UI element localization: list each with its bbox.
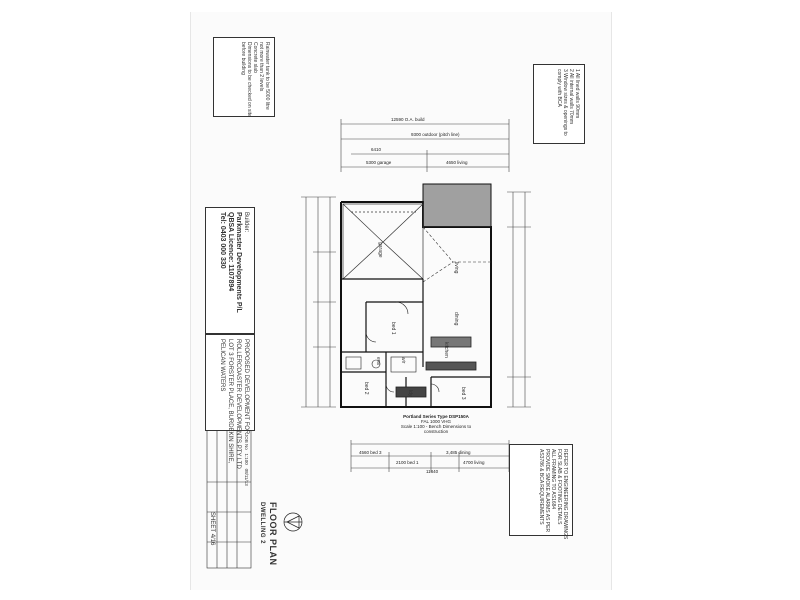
notes-right-text: 1 All lined walls 90mm 2 All internal wa…	[556, 69, 580, 136]
plan-caption: Portland Series Type DSP150A FAL 1000 VH…	[400, 414, 472, 434]
garage	[342, 203, 424, 280]
door-swings	[365, 301, 440, 393]
dim-bottom-bed1: 2100 bed 1	[396, 460, 419, 465]
dim-outdoor: 9300 outdoor (pitch line)	[411, 132, 460, 137]
room-garage: garage	[377, 242, 383, 258]
dim-6410: 6410	[371, 147, 382, 152]
room-living: living	[453, 262, 459, 274]
project-block: PROPOSED DEVELOPMENT FOR ROLLERCOASTER D…	[205, 334, 255, 469]
drawing-sheet: Rainwater tank to be 5000 litre not more…	[190, 12, 612, 590]
notes-bottom-text: REFER TO ENGINEERING DRAWINGS FOR SLAB &…	[538, 449, 568, 540]
notes-box-bottom: REFER TO ENGINEERING DRAWINGS FOR SLAB &…	[509, 444, 573, 540]
notes-box-left: Rainwater tank to be 5000 litre not more…	[213, 37, 275, 117]
kitchen-bench	[395, 336, 477, 398]
room-bed-1: bed 1	[390, 322, 396, 335]
room-bed-2: bed 2	[363, 382, 369, 395]
room-wir: wir	[400, 357, 406, 364]
dim-bottom-living: 4700 living	[463, 460, 485, 465]
north-arrow-icon	[283, 512, 303, 532]
sheet-number: SHEET 4/16	[209, 512, 215, 546]
builder-phone: Tel: 0403 000 330	[219, 212, 226, 269]
right-dimension-lines	[507, 191, 531, 408]
builder-text: Builder: Parkmaster Developments P/L QBS…	[218, 212, 250, 313]
room-kitchen: kitchen	[443, 342, 449, 358]
dim-bottom-bed3: 4560 bed 3	[359, 450, 382, 455]
ensuite-fixtures	[345, 356, 417, 373]
dim-overall: 12590 O.A. build	[391, 117, 425, 122]
room-laundry: ldy	[407, 390, 413, 397]
room-ensuite: ens	[375, 357, 381, 366]
notes-box-right: 1 All lined walls 90mm 2 All internal wa…	[533, 64, 585, 144]
dim-bottom-dining: 3,485 dining	[446, 450, 471, 455]
title-block-values: JOB No 1:100 08/11/13	[244, 434, 249, 486]
builder-block: Builder: Parkmaster Developments P/L QBS…	[205, 207, 255, 334]
dim-garage: 5300 garage	[366, 160, 392, 165]
drawing-title: FLOOR PLAN DWELLING 2	[259, 502, 278, 566]
roof-lines	[422, 226, 491, 283]
alfresco-deck	[422, 183, 492, 228]
internal-walls	[341, 278, 491, 407]
room-dining: dining	[453, 312, 459, 326]
builder-name: Parkmaster Developments P/L	[235, 212, 242, 313]
builder-label: Builder:	[243, 212, 249, 233]
notes-left-text: Rainwater tank to be 5000 litre not more…	[240, 42, 270, 117]
room-bed-3: bed 3	[460, 387, 466, 400]
floor-plan-drawing	[206, 119, 531, 569]
builder-licence: QBSA Licence: 1107894	[227, 212, 234, 292]
bottom-dimension-lines	[350, 440, 510, 472]
dim-bottom-total: 11840	[426, 469, 439, 474]
dim-living: 4650 living	[446, 160, 468, 165]
left-dimension-lines	[301, 196, 336, 408]
external-walls	[340, 201, 492, 408]
top-dimension-lines	[340, 119, 510, 172]
